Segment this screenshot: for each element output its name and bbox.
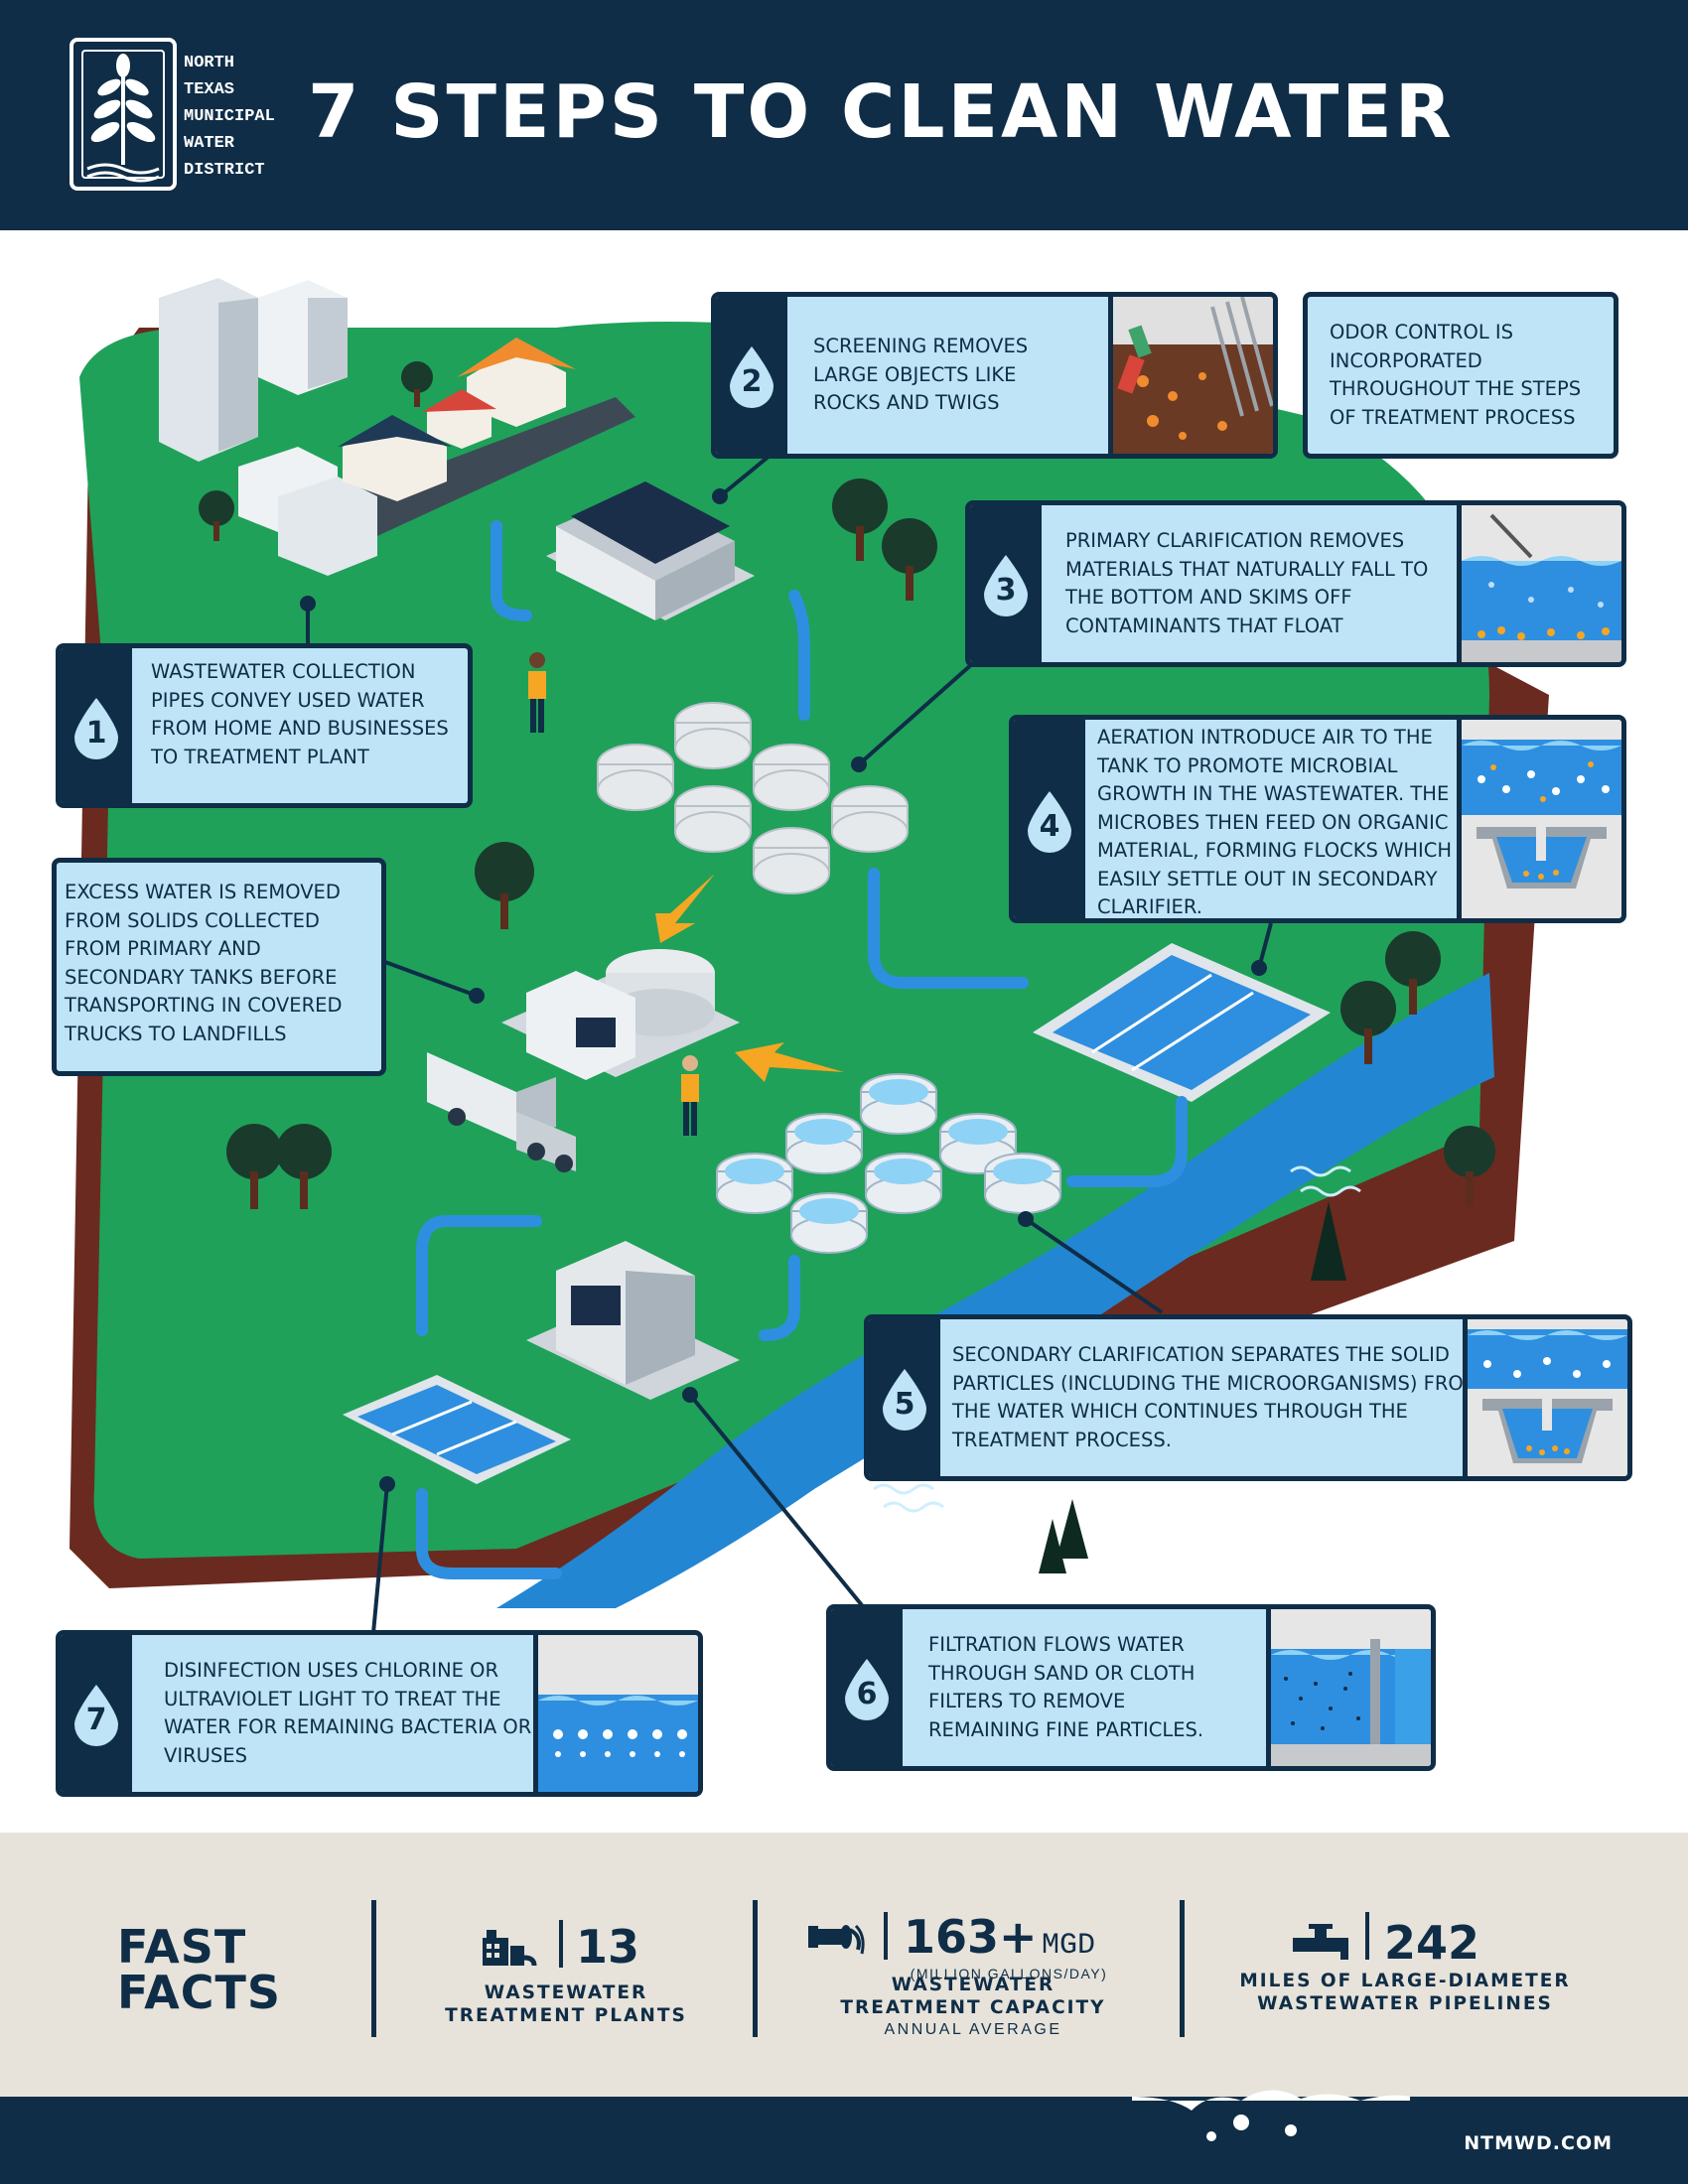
ntmwd-logo [70, 38, 177, 191]
footer-bar: NTMWD.COM [0, 2090, 1688, 2184]
facts-divider [1180, 1900, 1185, 2037]
step-2-number-column: 2 [716, 297, 787, 454]
step-2-number: 2 [741, 364, 763, 399]
primary-clarifiers [597, 702, 909, 894]
step-3-number: 3 [995, 573, 1017, 608]
secondary-clarification-illustration [1463, 1319, 1627, 1476]
step-5-box: 5 SECONDARY CLARIFICATION SEPARATES THE … [864, 1314, 1632, 1481]
screening-building [546, 481, 755, 620]
step-7-number-column: 7 [61, 1635, 132, 1792]
trees [199, 361, 1495, 1573]
fact-capacity-label: WASTEWATER TREATMENT CAPACITY ANNUAL AVE… [840, 1975, 1106, 2038]
fact-capacity-value: 163+ [904, 1910, 1038, 1964]
water-drop-icon [883, 1369, 926, 1431]
city-buildings [159, 278, 377, 576]
page-header: NORTH TEXAS MUNICIPAL WATER DISTRICT 7 S… [0, 0, 1688, 230]
step-4-number: 4 [1039, 809, 1060, 844]
fast-facts-panel: FAST FACTS 13 WASTEWATER TREATMENT PLANT… [0, 1833, 1688, 2097]
fact-capacity-unit-note: (MILLION GALLONS/DAY) [910, 1966, 1108, 1981]
step-3-text: PRIMARY CLARIFICATION REMOVES MATERIALS … [1065, 529, 1429, 637]
step-2-box: 2 SCREENING REMOVES LARGE OBJECTS LIKE R… [711, 292, 1278, 459]
odor-control-text: ODOR CONTROL IS INCORPORATED THROUGHOUT … [1330, 321, 1582, 429]
step-4-text: AERATION INTRODUCE AIR TO THE TANK TO PR… [1097, 726, 1453, 918]
solids-handling-text: EXCESS WATER IS REMOVED FROM SOLIDS COLL… [65, 881, 343, 1045]
step-5-number-column: 5 [869, 1319, 940, 1476]
step-7-box: 7 DISINFECTION USES CHLORINE OR ULTRAVIO… [56, 1630, 703, 1797]
fact-separator [1365, 1912, 1369, 1960]
odor-control-box: ODOR CONTROL IS INCORPORATED THROUGHOUT … [1303, 292, 1618, 459]
road [298, 397, 635, 536]
plant-leaf-icon [86, 54, 160, 183]
fact-separator [884, 1912, 888, 1960]
filtration-illustration [1266, 1609, 1431, 1766]
fact-plants-label: WASTEWATER TREATMENT PLANTS [445, 1982, 687, 2026]
step-1-text: WASTEWATER COLLECTION PIPES CONVEY USED … [151, 660, 449, 768]
facts-divider [371, 1900, 376, 2037]
step-4-number-column: 4 [1014, 720, 1085, 918]
step-1-box: 1 WASTEWATER COLLECTION PIPES CONVEY USE… [56, 643, 473, 808]
solids-handling-box: EXCESS WATER IS REMOVED FROM SOLIDS COLL… [52, 858, 386, 1076]
water-drop-icon [984, 555, 1028, 616]
step-5-number: 5 [894, 1387, 915, 1422]
disinfection-basin [343, 1375, 571, 1484]
primary-clarification-illustration [1457, 505, 1621, 662]
houses [338, 338, 576, 501]
fact-plants-value: 13 [576, 1920, 640, 1974]
solids-building [501, 949, 740, 1080]
step-1-number: 1 [85, 716, 107, 751]
step-7-text: DISINFECTION USES CHLORINE OR ULTRAVIOLE… [164, 1659, 532, 1767]
aeration-basin [1033, 943, 1331, 1102]
truck [427, 1052, 576, 1172]
step-2-text: SCREENING REMOVES LARGE OBJECTS LIKE ROC… [813, 335, 1029, 414]
flow-pipes [416, 520, 1188, 1579]
fact-plants: 13 [576, 1924, 639, 1970]
org-name: NORTH TEXAS MUNICIPAL WATER DISTRICT [184, 54, 275, 180]
fact-separator [559, 1920, 563, 1968]
disinfection-illustration [533, 1635, 698, 1792]
page-title: 7 STEPS TO CLEAN WATER [308, 69, 1455, 155]
solids-arrows [655, 874, 844, 1082]
step-6-number: 6 [856, 1677, 878, 1711]
fact-capacity: 163+ MGD [904, 1914, 1095, 1963]
facts-divider [753, 1900, 758, 2037]
fact-pipelines: 242 [1384, 1920, 1479, 1966]
water-drop-icon [74, 1685, 118, 1746]
step-5-text: SECONDARY CLARIFICATION SEPARATES THE SO… [952, 1343, 1480, 1451]
step-6-number-column: 6 [831, 1609, 903, 1766]
river [496, 973, 1494, 1608]
step-6-text: FILTRATION FLOWS WATER THROUGH SAND OR C… [928, 1633, 1204, 1741]
step-7-number: 7 [85, 1703, 107, 1737]
water-drop-icon [845, 1659, 889, 1720]
aeration-illustration [1457, 720, 1621, 918]
step-3-box: 3 PRIMARY CLARIFICATION REMOVES MATERIAL… [965, 500, 1626, 667]
water-drop-icon [1028, 791, 1071, 853]
pipeline-valve-icon [1293, 1924, 1348, 1960]
step-6-box: 6 FILTRATION FLOWS WATER THROUGH SAND OR… [826, 1604, 1436, 1771]
water-drop-icon [730, 346, 774, 408]
fact-pipelines-value: 242 [1384, 1916, 1480, 1970]
secondary-tank-water [725, 1079, 1053, 1224]
step-4-box: 4 AERATION INTRODUCE AIR TO THE TANK TO … [1009, 715, 1626, 923]
connector-dots [300, 488, 1267, 1492]
step-3-number-column: 3 [970, 505, 1042, 662]
filtration-building [526, 1241, 740, 1400]
water-drop-icon [74, 698, 118, 759]
fact-pipelines-label: MILES OF LARGE-DIAMETER WASTEWATER PIPEL… [1239, 1971, 1571, 2014]
fact-capacity-unit: MGD [1042, 1929, 1096, 1963]
treatment-plant-icon [483, 1930, 537, 1967]
water-splash-icon [1132, 2090, 1410, 2141]
workers [528, 652, 699, 1136]
fast-facts-title: FAST FACTS [117, 1920, 282, 2019]
treatment-landscape [70, 278, 1549, 1634]
step-1-number-column: 1 [61, 648, 132, 803]
website-link[interactable]: NTMWD.COM [1464, 2132, 1613, 2154]
outflow-pipe-icon [808, 1924, 865, 1955]
screening-illustration [1108, 297, 1273, 454]
